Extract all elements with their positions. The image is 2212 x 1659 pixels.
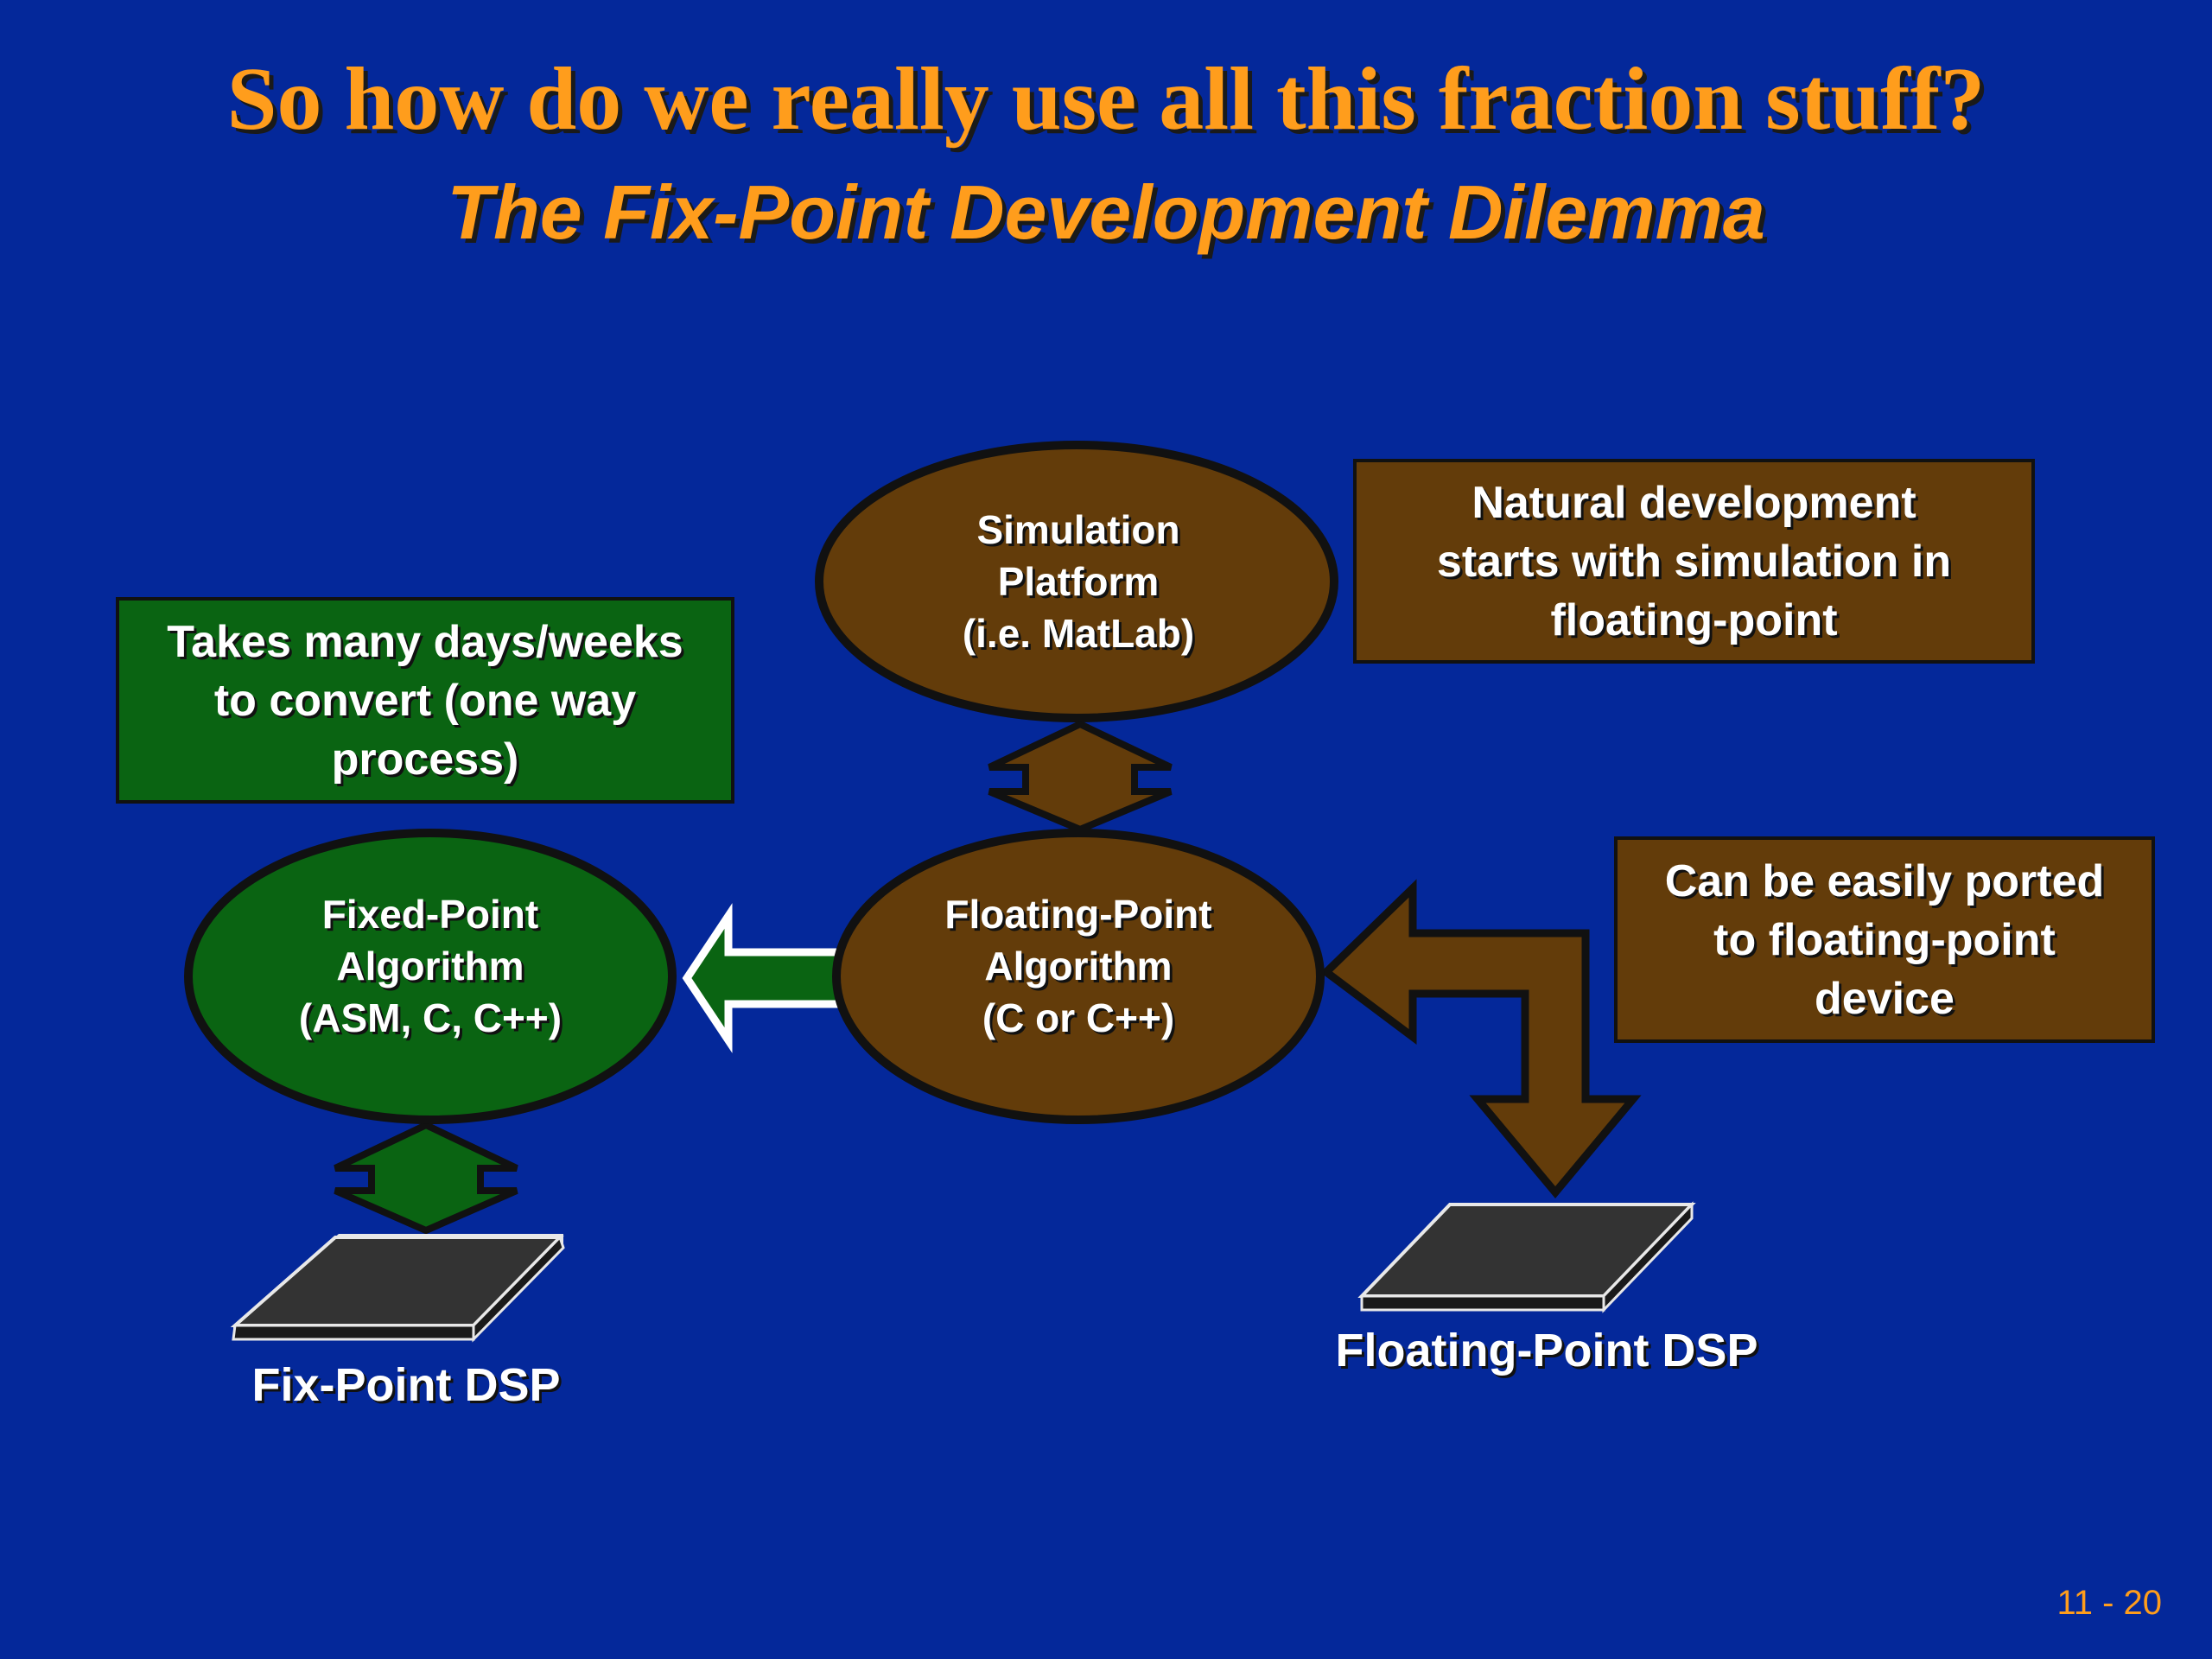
natural-development-box (1353, 459, 2035, 664)
simulation-platform-oval (815, 441, 1338, 722)
takes-many-days-text: Takes many days/weeks to convert (one wa… (167, 616, 683, 785)
fix-point-dsp-chip-icon (230, 1234, 565, 1343)
sim-float-double-arrow (988, 720, 1173, 834)
conversion-arrow-shape (682, 903, 847, 1053)
easily-ported-box (1614, 836, 2155, 1043)
port-bent-arrow (1320, 879, 1642, 1199)
page-number: 11 - 20 (2056, 1584, 2162, 1622)
floating-point-algorithm-label: Floating-Point Algorithm (C or C++) (944, 892, 1212, 1040)
fix-point-dsp-label: Fix-Point DSP (251, 1358, 561, 1411)
slide-title: So how do we really use all this fractio… (226, 49, 1986, 149)
fixed-point-algorithm-oval (184, 829, 677, 1124)
natural-development-text: Natural development starts with simulati… (1436, 477, 1952, 645)
takes-many-days-box (116, 597, 734, 804)
fixed-point-algorithm-label: Fixed-Point Algorithm (ASM, C, C++) (298, 892, 563, 1040)
floating-point-dsp-label: Floating-Point DSP (1335, 1324, 1758, 1376)
simulation-platform-label: Simulation Platform (i.e. MatLab) (962, 507, 1195, 656)
slide-subtitle: The Fix-Point Development Dilemma (447, 169, 1765, 255)
fixed-dsp-double-arrow (334, 1121, 518, 1235)
easily-ported-text: Can be easily ported to floating-point d… (1664, 855, 2105, 1024)
floating-point-algorithm-oval (832, 829, 1325, 1124)
floating-point-dsp-chip-icon (1357, 1201, 1696, 1313)
